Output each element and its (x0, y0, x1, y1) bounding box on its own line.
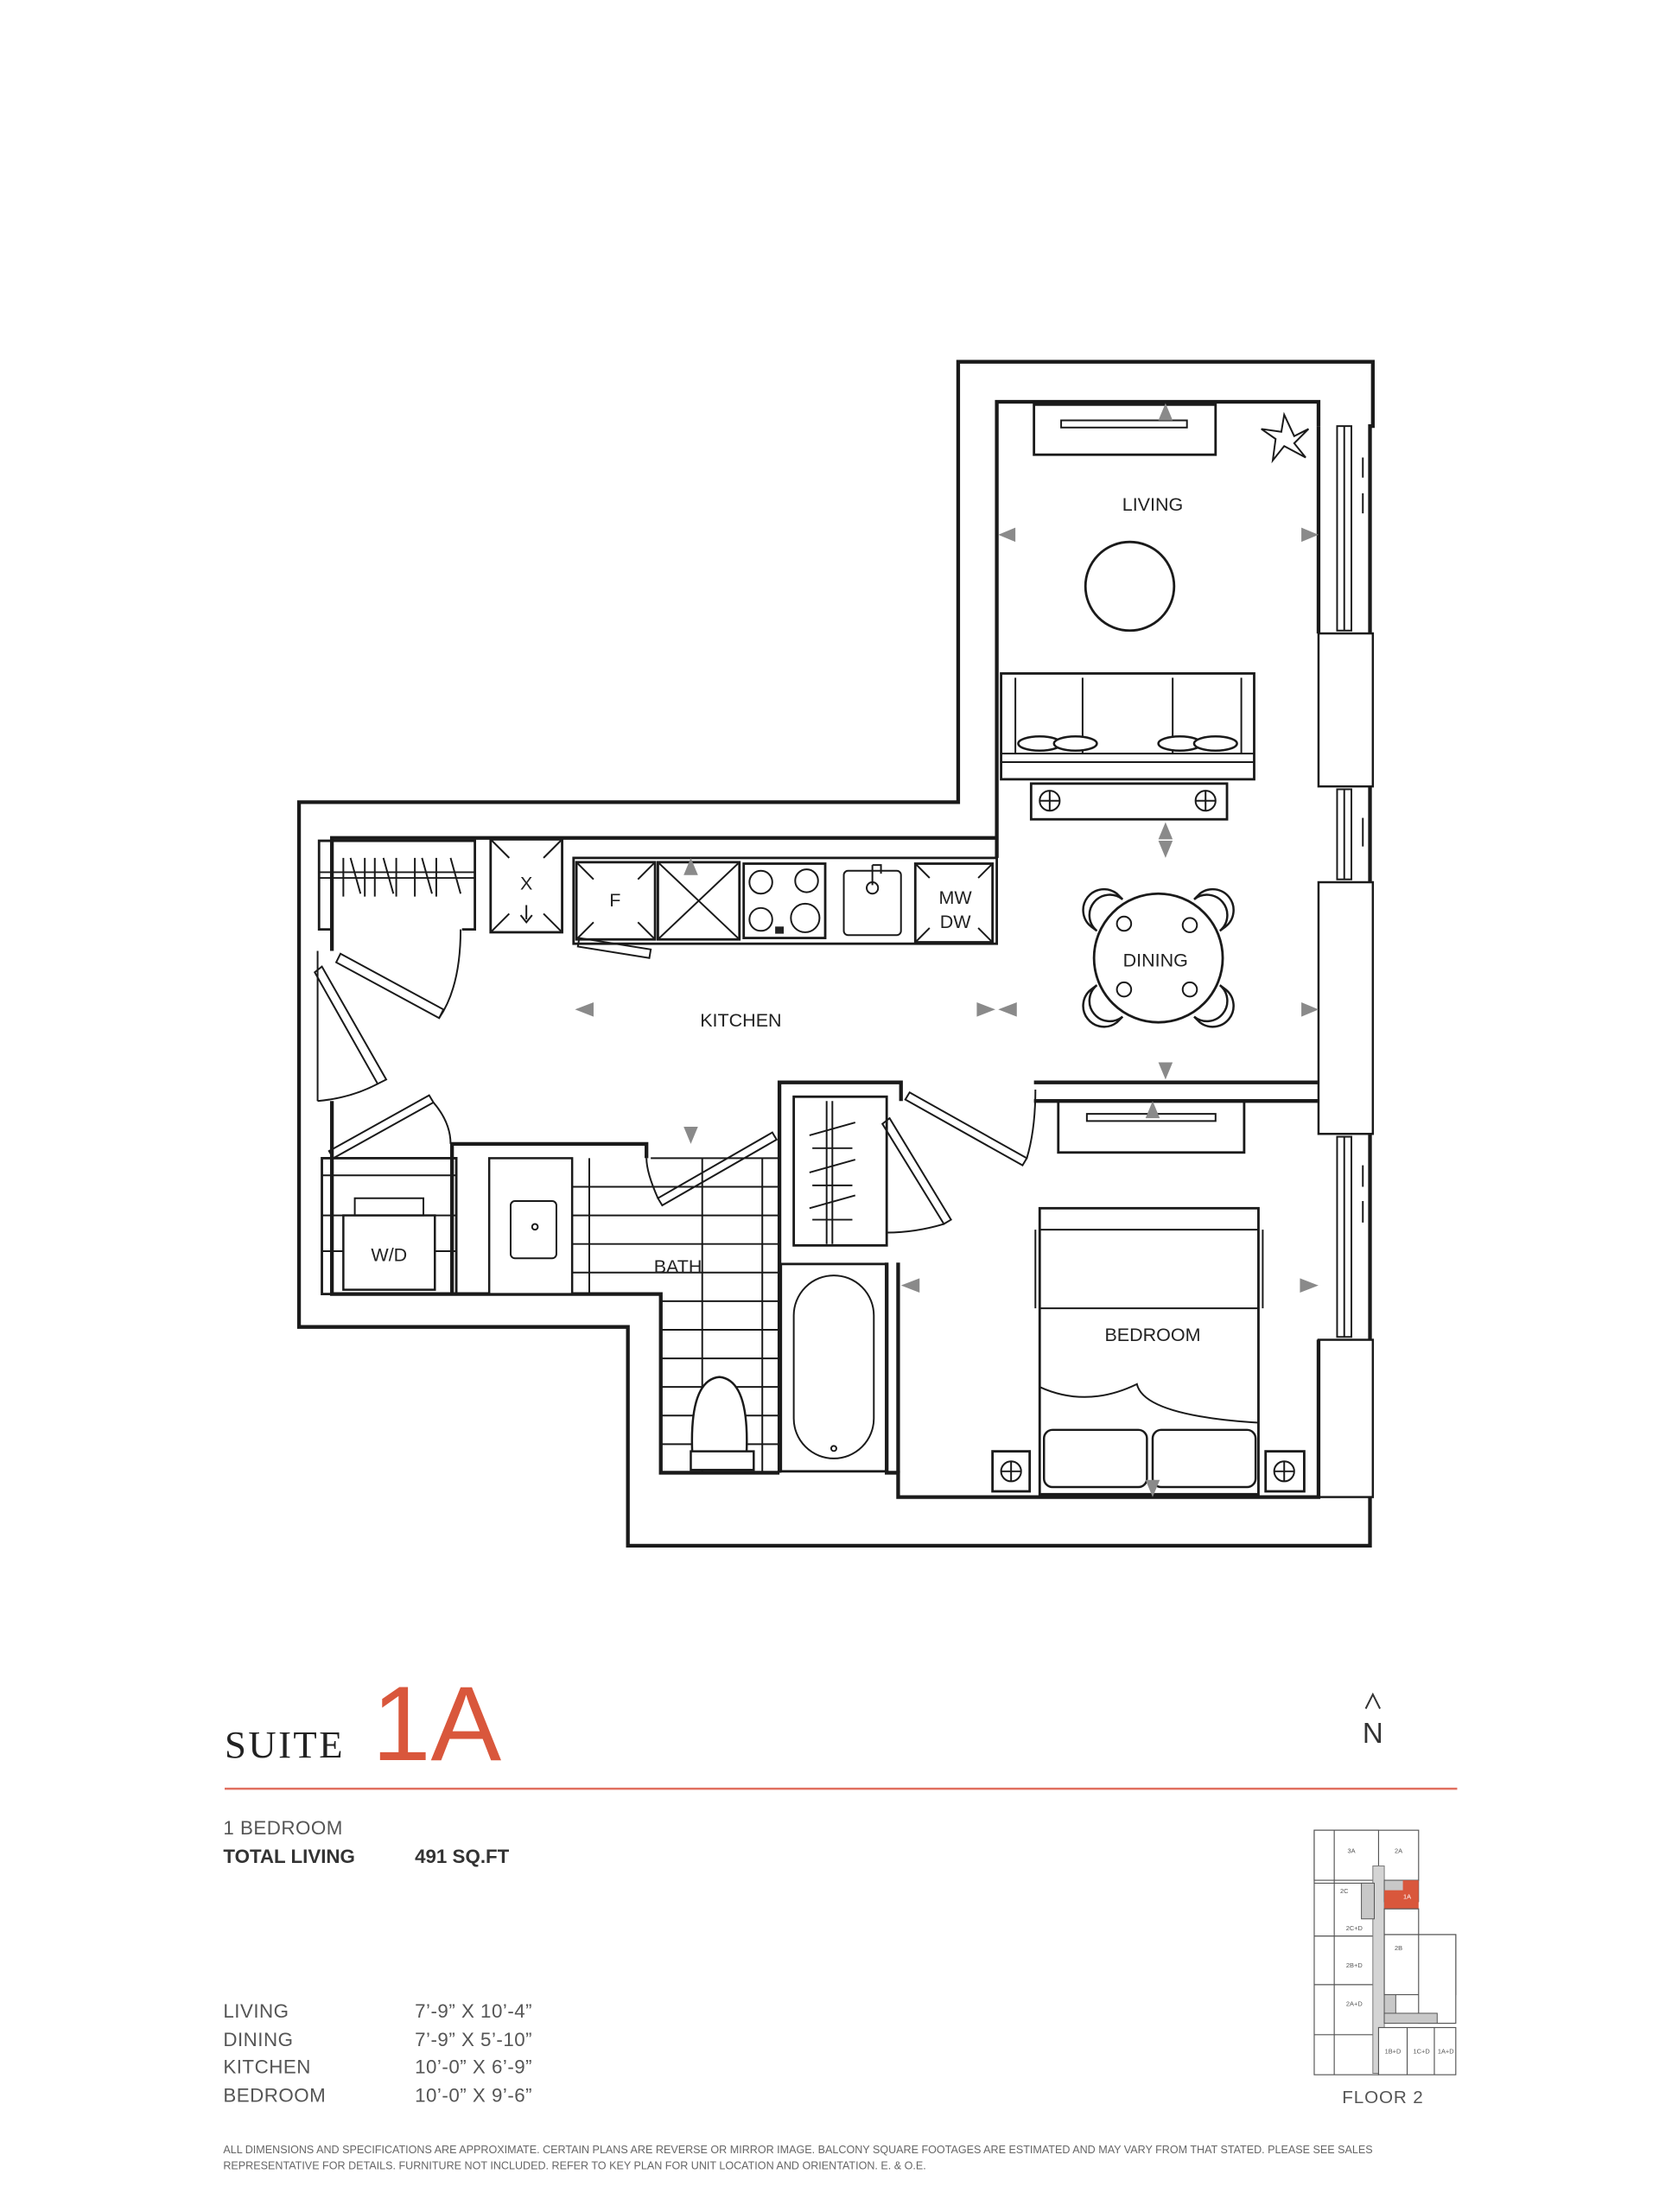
sofa (1000, 672, 1255, 781)
north-arrow: N (1363, 1692, 1383, 1750)
nightstand (1264, 1450, 1306, 1493)
laundry-closet (321, 1156, 458, 1296)
window (1336, 1135, 1364, 1338)
key-unit: 2B+D (1346, 1961, 1363, 1969)
label-fridge: F (609, 890, 620, 911)
wall-pier (1317, 880, 1375, 1135)
fridge (575, 861, 657, 941)
key-unit: 2A+D (1346, 2000, 1363, 2008)
kitchen-sink (842, 864, 902, 937)
key-unit: 1C+D (1413, 2047, 1430, 2055)
kitchen-counter (572, 856, 999, 945)
key-unit: 3A (1347, 1847, 1355, 1855)
label-microwave: MW (939, 887, 973, 908)
nightstand (991, 1450, 1032, 1493)
bath-sink (509, 1200, 557, 1260)
dim-size: 10’-0” X 6’-9” (415, 2056, 532, 2077)
north-label: N (1363, 1718, 1383, 1750)
storage-closet (489, 837, 563, 934)
key-unit: 2A (1395, 1847, 1402, 1855)
washer-dryer (342, 1214, 436, 1291)
bedroom-closet-wall (777, 1080, 903, 1473)
bed (1034, 1206, 1264, 1496)
kitchen-top-wall (329, 836, 997, 951)
disclaimer-line: REPRESENTATIVE FOR DETAILS. FURNITURE NO… (223, 2159, 925, 2171)
dim-size: 10’-0” X 9’-6” (415, 2085, 532, 2107)
bedroom-count: 1 BEDROOM (223, 1817, 342, 1839)
bath-vanity (487, 1157, 574, 1295)
cooktop (742, 862, 827, 939)
interior-wall-outline (995, 399, 1321, 858)
closet-hangers (809, 1101, 856, 1244)
bedroom-closet (792, 1095, 888, 1247)
toilet (690, 1376, 755, 1471)
closet-hangers (319, 857, 475, 897)
side-table (1029, 782, 1229, 821)
tv-console (1033, 403, 1217, 456)
room-label-kitchen: KITCHEN (700, 1010, 781, 1031)
total-living-value: 491 SQ.FT (415, 1846, 510, 1867)
window (1336, 425, 1364, 632)
microwave-dishwasher (913, 862, 995, 944)
dim-room: DINING (223, 2029, 293, 2050)
key-unit: 1B+D (1385, 2047, 1402, 2055)
plant-icon (1261, 411, 1310, 464)
wall-pier (1317, 1338, 1375, 1498)
doors (313, 929, 1037, 1234)
dimension-arrows (575, 403, 1319, 1497)
key-plan-floor-label: FLOOR 2 (1342, 2088, 1423, 2107)
label-closet: X (520, 873, 532, 893)
room-label-living: LIVING (1122, 494, 1184, 515)
dim-room: LIVING (223, 2000, 289, 2022)
coat-closet (317, 839, 477, 931)
label-washer-dryer: W/D (371, 1245, 407, 1266)
window (1336, 788, 1364, 880)
disclaimer-line: ALL DIMENSIONS AND SPECIFICATIONS ARE AP… (223, 2144, 1372, 2156)
bath-wall (449, 1141, 649, 1294)
key-unit: 1A+D (1438, 2047, 1454, 2055)
entry-lower-wall (329, 1101, 780, 1475)
coffee-table (1084, 540, 1176, 632)
dim-size: 7’-9” X 5’-10” (415, 2029, 532, 2050)
bath-tile-floor (571, 1157, 780, 1473)
key-unit: 1A (1403, 1893, 1411, 1901)
title-block: SUITE 1A N 1 BEDROOM TOTAL LIVING 491 SQ… (223, 1664, 1458, 2171)
key-unit: 2C+D (1346, 1924, 1363, 1932)
key-unit: 2C (1340, 1887, 1349, 1895)
counter-cabinet (657, 861, 741, 941)
key-plan-highlight-unit (1384, 1880, 1419, 1910)
dim-room: KITCHEN (223, 2056, 310, 2077)
key-unit: 2B (1395, 1944, 1402, 1952)
total-living-label: TOTAL LIVING (223, 1846, 355, 1867)
wall-pier (1317, 632, 1375, 788)
suite-prefix: SUITE (225, 1723, 345, 1766)
room-label-bath: BATH (654, 1256, 702, 1277)
dimension-table: LIVING 7’-9” X 10’-4” DINING 7’-9” X 5’-… (223, 2000, 532, 2107)
key-plan: 3A 2A 2C 1A 2C+D 2B 2B+D 2A+D 1B+D 1C+D … (1313, 1829, 1457, 2107)
label-dishwasher: DW (940, 912, 972, 932)
dining-table (1082, 887, 1235, 1028)
bathtub-enclosure (779, 1262, 888, 1473)
floor-plan: LIVING DINING KITCHEN BATH BEDROOM W/D F… (296, 359, 1375, 1548)
room-label-dining: DINING (1123, 950, 1188, 971)
bathtub (792, 1274, 875, 1459)
dim-room: BEDROOM (223, 2085, 326, 2107)
exterior-wall (296, 359, 1375, 1548)
suite-name: 1A (372, 1664, 501, 1783)
room-label-bedroom: BEDROOM (1104, 1325, 1200, 1345)
dim-size: 7’-9” X 10’-4” (415, 2000, 532, 2022)
